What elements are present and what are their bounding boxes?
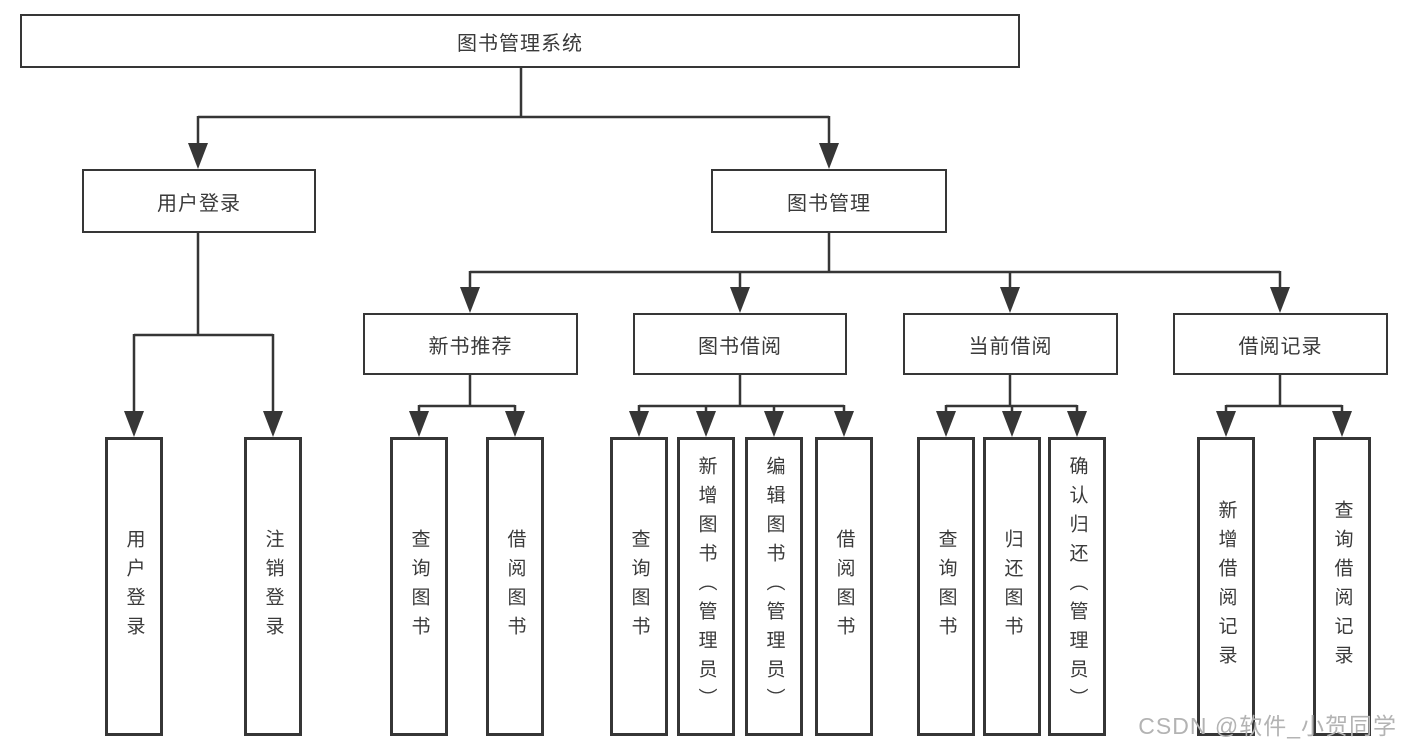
node-user-login: 用户登录 xyxy=(82,169,316,233)
leaf-current-query-books: 查询图书 xyxy=(917,437,975,736)
leaf-user-login: 用户登录 xyxy=(105,437,163,736)
leaf-borrow-query-books-label: 查询图书 xyxy=(628,528,650,645)
node-new-book-recommend: 新书推荐 xyxy=(363,313,578,375)
leaf-add-borrow-record: 新增借阅记录 xyxy=(1197,437,1255,736)
leaf-recommend-query-books: 查询图书 xyxy=(390,437,448,736)
node-current-borrow: 当前借阅 xyxy=(903,313,1118,375)
leaf-logout: 注销登录 xyxy=(244,437,302,736)
node-book-management: 图书管理 xyxy=(711,169,947,233)
leaf-recommend-borrow-books: 借阅图书 xyxy=(486,437,544,736)
node-book-management-label: 图书管理 xyxy=(787,192,871,215)
node-borrow-record: 借阅记录 xyxy=(1173,313,1388,375)
leaf-current-query-books-label: 查询图书 xyxy=(935,528,957,645)
leaf-return-books: 归还图书 xyxy=(983,437,1041,736)
node-current-borrow-label: 当前借阅 xyxy=(968,335,1053,358)
leaf-borrow-books: 借阅图书 xyxy=(815,437,873,736)
leaf-edit-books-admin-label: 编辑图书（管理员） xyxy=(763,456,785,717)
node-user-login-label: 用户登录 xyxy=(157,192,241,215)
leaf-borrow-books-label: 借阅图书 xyxy=(833,528,855,645)
leaf-add-books-admin-label: 新增图书（管理员） xyxy=(695,456,717,717)
leaf-user-login-label: 用户登录 xyxy=(123,528,145,645)
node-book-borrow: 图书借阅 xyxy=(633,313,847,375)
node-borrow-record-label: 借阅记录 xyxy=(1238,335,1323,358)
leaf-recommend-borrow-books-label: 借阅图书 xyxy=(504,528,526,645)
node-root: 图书管理系统 xyxy=(20,14,1020,68)
leaf-query-borrow-record-label: 查询借阅记录 xyxy=(1331,499,1353,674)
node-book-borrow-label: 图书借阅 xyxy=(698,335,782,358)
leaf-confirm-return-admin-label: 确认归还（管理员） xyxy=(1066,456,1088,717)
node-root-label: 图书管理系统 xyxy=(457,32,583,55)
leaf-return-books-label: 归还图书 xyxy=(1001,528,1023,645)
leaf-add-borrow-record-label: 新增借阅记录 xyxy=(1215,499,1237,674)
leaf-edit-books-admin: 编辑图书（管理员） xyxy=(745,437,803,736)
leaf-query-borrow-record: 查询借阅记录 xyxy=(1313,437,1371,736)
leaf-confirm-return-admin: 确认归还（管理员） xyxy=(1048,437,1106,736)
leaf-recommend-query-books-label: 查询图书 xyxy=(408,528,430,645)
leaf-logout-label: 注销登录 xyxy=(262,528,284,645)
node-new-book-recommend-label: 新书推荐 xyxy=(428,335,513,358)
leaf-borrow-query-books: 查询图书 xyxy=(610,437,668,736)
leaf-add-books-admin: 新增图书（管理员） xyxy=(677,437,735,736)
